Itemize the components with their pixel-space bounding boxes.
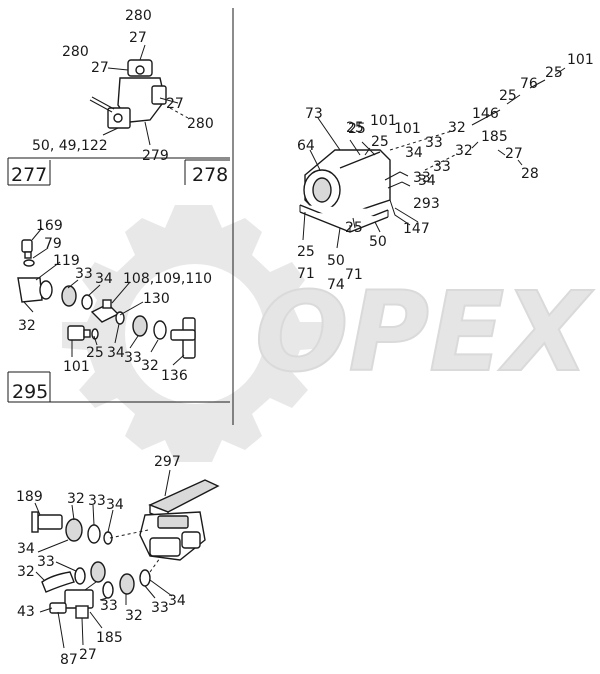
callout: 74 (327, 277, 345, 293)
callout: 43 (17, 604, 35, 620)
callout: 33 (88, 493, 106, 509)
callout: 33 (75, 266, 93, 282)
panel-number-277: 277 (11, 164, 47, 186)
callout: 33 (151, 600, 169, 616)
callout: 25 (345, 220, 363, 236)
callout: 25 (297, 244, 315, 260)
callout: 185 (96, 630, 123, 646)
callout: 34 (405, 145, 423, 161)
callout: 50 (369, 234, 387, 250)
callout: 146 (472, 106, 499, 122)
callout: 27 (505, 146, 523, 162)
fittings-assembly-drawing (17, 227, 196, 366)
callout: 79 (44, 236, 62, 252)
callout: 25 (371, 134, 389, 150)
callout: 130 (143, 291, 170, 307)
callout: 25 (348, 121, 366, 137)
callout: 34 (107, 345, 125, 361)
callout: 33 (100, 598, 118, 614)
callout: 279 (142, 148, 169, 164)
callout: 32 (141, 358, 159, 374)
callout: 185 (481, 129, 508, 145)
callout: 189 (16, 489, 43, 505)
callout: 32 (18, 318, 36, 334)
callout: 27 (129, 30, 147, 46)
panel-dividers (7, 8, 234, 425)
watermark-text: OPEX (255, 268, 594, 396)
watermark-logo: OPEX (62, 205, 595, 462)
callout: 34 (17, 541, 35, 557)
callout: 32 (17, 564, 35, 580)
callout: 25 (545, 65, 563, 81)
callout: 280 (187, 116, 214, 132)
callout: 71 (297, 266, 315, 282)
callout: 34 (418, 173, 436, 189)
callout: 119 (53, 253, 80, 269)
callout: 27 (79, 647, 97, 663)
callout: 32 (125, 608, 143, 624)
panel-number-295: 295 (12, 381, 48, 403)
callout: 169 (36, 218, 63, 234)
callout: 27 (91, 60, 109, 76)
callout: 33 (37, 554, 55, 570)
panel-number-278: 278 (192, 164, 228, 186)
callout: 25 (346, 120, 364, 136)
callout: 33 (413, 170, 431, 186)
callout: 101 (63, 359, 90, 375)
callout: 33 (425, 135, 443, 151)
callout: 147 (403, 221, 430, 237)
callout: 25 (499, 88, 517, 104)
callout: 33 (124, 350, 142, 366)
callout: 32 (448, 120, 466, 136)
callout: 34 (168, 593, 186, 609)
tank-assembly-drawing (299, 67, 566, 249)
callout: 280 (125, 8, 152, 24)
callout: 50 (327, 253, 345, 269)
callout: 280 (62, 44, 89, 60)
callout: 28 (521, 166, 539, 182)
callout: 297 (154, 454, 181, 470)
callout: 27 (166, 96, 184, 112)
callout: 32 (455, 143, 473, 159)
callout: 50, 49,122 (32, 138, 108, 154)
callout: 73 (305, 106, 323, 122)
callout: 101 (370, 113, 397, 129)
callout: 87 (60, 652, 78, 668)
callout: 34 (106, 497, 124, 513)
callout: 32 (67, 491, 85, 507)
callout: 136 (161, 368, 188, 384)
callout: 25 (86, 345, 104, 361)
callout: 101 (567, 52, 594, 68)
callout: 76 (520, 76, 538, 92)
callout: 108,109,110 (123, 271, 212, 287)
callout: 64 (297, 138, 315, 154)
callout: 293 (413, 196, 440, 212)
callout: 33 (433, 159, 451, 175)
callout: 101 (394, 121, 421, 137)
valve-279-drawing (89, 44, 189, 146)
callout: 71 (345, 267, 363, 283)
brake-valve-297-drawing (31, 469, 220, 649)
callout: 34 (95, 271, 113, 287)
